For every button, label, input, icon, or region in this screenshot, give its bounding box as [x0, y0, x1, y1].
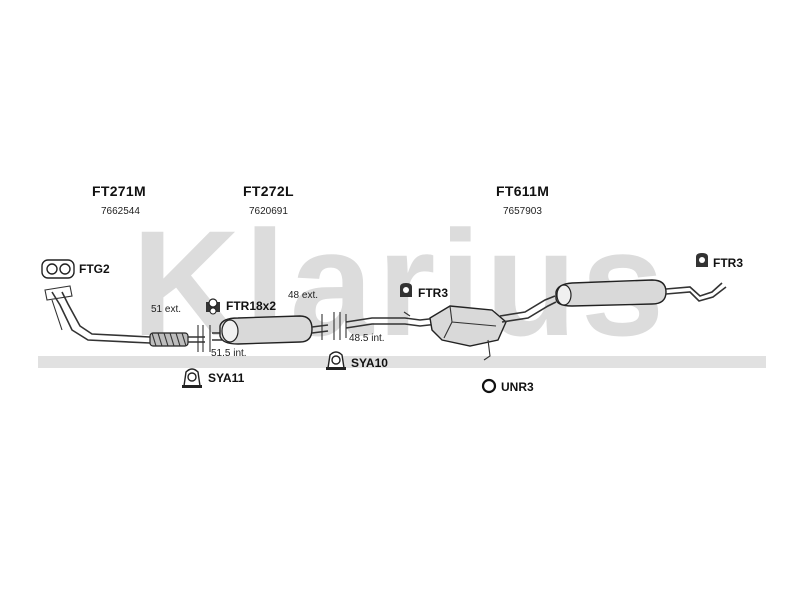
- label-ftg2: FTG2: [79, 262, 110, 276]
- clamp-icon-sya10: [326, 351, 346, 370]
- dimension-51-ext: 51 ext.: [151, 304, 182, 315]
- hanger-icon-right: [696, 253, 708, 267]
- label-unr3: UNR3: [501, 380, 534, 394]
- rear-section-drawing: [345, 279, 727, 361]
- section-code-1: FT271M: [92, 183, 146, 199]
- o-ring-icon: [481, 378, 497, 394]
- clamp-icon-sya11: [182, 368, 202, 388]
- section-number-3: 7657903: [503, 206, 542, 217]
- gasket-icon: [41, 259, 75, 279]
- middle-silencer-drawing: [212, 315, 329, 345]
- label-ftr3-right: FTR3: [713, 256, 743, 270]
- rubber-hanger-icon: [206, 298, 220, 315]
- front-pipe-drawing: [44, 285, 205, 347]
- section-number-1: 7662544: [101, 206, 140, 217]
- joint-marks-middle: [321, 312, 347, 340]
- label-sya10: SYA10: [351, 356, 388, 370]
- label-sya11: SYA11: [208, 371, 245, 385]
- hanger-icon-middle: [400, 283, 412, 297]
- joint-marks-left: [197, 325, 211, 352]
- dimension-51-5-int: 51.5 int.: [211, 348, 247, 359]
- dimension-48-ext: 48 ext.: [288, 290, 319, 301]
- dimension-48-5-int: 48.5 int.: [349, 333, 385, 344]
- section-number-2: 7620691: [249, 206, 288, 217]
- section-code-2: FT272L: [243, 183, 294, 199]
- watermark-underline: [38, 356, 766, 368]
- section-code-3: FT611M: [496, 183, 550, 199]
- label-ftr18x2: FTR18x2: [226, 299, 277, 313]
- label-ftr3-middle: FTR3: [418, 286, 448, 300]
